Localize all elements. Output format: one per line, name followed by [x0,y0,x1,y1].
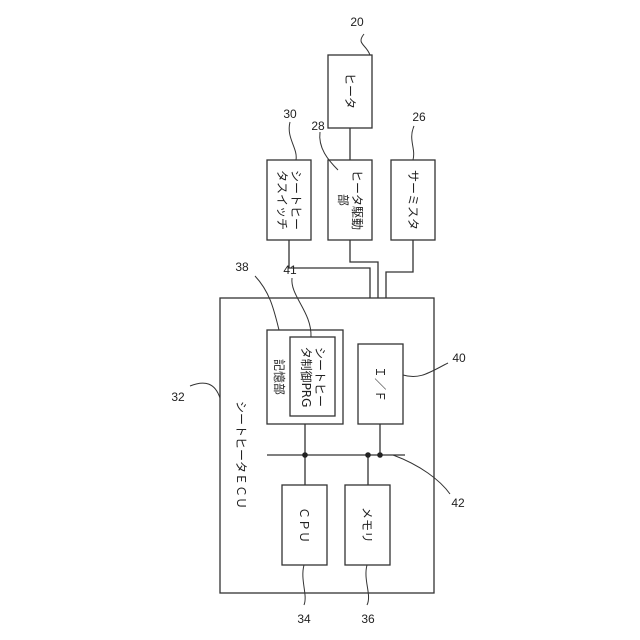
heater-drive-label-line-1: ヒータ駆動 [350,170,364,230]
leader-30 [289,122,296,160]
leader-20 [361,34,370,55]
memory-block: メモリ [345,485,390,565]
storage-block: 記憶部 シートヒー タ制御PRG [267,330,343,424]
leader-32 [190,383,220,398]
ecu-label: シートヒータＥＣＵ [234,401,248,509]
io-label: Ｉ／Ｆ [373,366,387,402]
memory-label: メモリ [360,507,374,543]
control-prg-label-line-2: タ制御PRG [299,347,314,408]
ref-32: 32 [171,390,185,404]
heater-drive-block: ヒータ駆動 部 [328,160,372,240]
thermistor-label: サーミスタ [406,170,420,230]
ref-20: 20 [350,15,364,29]
cpu-label: ＣＰＵ [297,507,311,543]
io-block: Ｉ／Ｆ [358,344,403,424]
ref-38: 38 [235,260,249,274]
heater-label: ヒータ [343,73,357,109]
seat-heater-switch-block: シートヒー タスイッチ [267,160,311,240]
ref-42: 42 [451,496,465,510]
cpu-block: ＣＰＵ [282,485,327,565]
ref-28: 28 [311,119,325,133]
leader-26 [412,126,414,160]
bus-node-storage [302,452,308,458]
ref-34: 34 [297,612,311,626]
ref-41: 41 [283,263,297,277]
bus-node-io [377,452,383,458]
thermistor-block: サーミスタ [391,160,435,240]
ref-36: 36 [361,612,375,626]
seat-heater-switch-label-line-2: タスイッチ [275,170,289,230]
ref-26: 26 [412,110,426,124]
heater-block: ヒータ [328,55,372,128]
ref-30: 30 [283,107,297,121]
control-prg-label-line-1: シートヒー [313,347,327,407]
bus-node-memory [365,452,371,458]
storage-label: 記憶部 [272,359,287,395]
ref-40: 40 [452,351,466,365]
seat-heater-switch-label-line-1: シートヒー [289,170,303,230]
heater-drive-label-line-2: 部 [336,194,351,206]
